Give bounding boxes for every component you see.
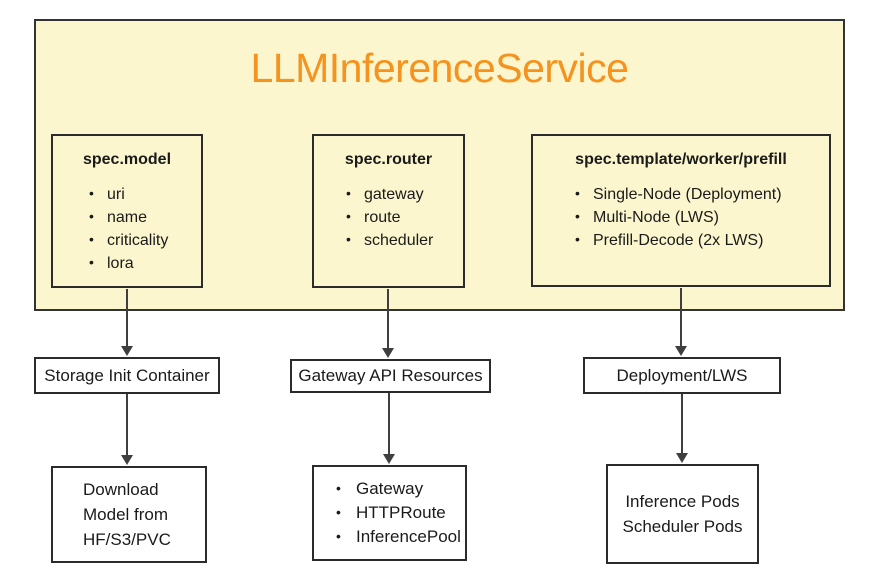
text-line: HF/S3/PVC — [83, 530, 171, 549]
spec-model-list: uri name criticality lora — [53, 182, 201, 275]
spec-template-list: Single-Node (Deployment) Multi-Node (LWS… — [533, 182, 829, 252]
list-item: name — [89, 205, 201, 229]
spec-router-heading: spec.router — [344, 151, 433, 168]
spec-router-list: gateway route scheduler — [314, 182, 463, 252]
arrow-spec-model-to-storage-init — [121, 289, 133, 356]
list-item: route — [346, 205, 463, 229]
arrow-spec-template-to-deployment — [675, 288, 687, 356]
arrow-deployment-to-inference-pods — [676, 394, 688, 463]
text-line: Model from — [83, 505, 169, 524]
text-line: Download — [83, 480, 159, 499]
gateway-resources-list-box: Gateway HTTPRoute InferencePool — [312, 465, 467, 561]
download-model-box: Download Model from HF/S3/PVC — [51, 466, 207, 563]
list-item: Prefill-Decode (2x LWS) — [575, 228, 829, 252]
text-line: Inference Pods — [625, 492, 740, 511]
list-item: criticality — [89, 228, 201, 252]
storage-init-container-label: Storage Init Container — [44, 365, 210, 385]
list-item: gateway — [346, 182, 463, 206]
list-item: lora — [89, 251, 201, 275]
arrow-spec-router-to-gateway-api — [382, 289, 394, 358]
gateway-api-resources-label: Gateway API Resources — [298, 366, 483, 385]
gateway-api-resources-box: Gateway API Resources — [290, 359, 491, 393]
spec-template-worker-prefill-heading: spec.template/worker/prefill — [575, 151, 787, 168]
storage-init-container-box: Storage Init Container — [34, 357, 220, 394]
deployment-lws-box: Deployment/LWS — [583, 357, 781, 394]
list-item: InferencePool — [336, 524, 465, 549]
deployment-lws-label: Deployment/LWS — [616, 365, 748, 385]
list-item: Gateway — [336, 476, 465, 501]
list-item: scheduler — [346, 228, 463, 252]
inference-pods-box: Inference Pods Scheduler Pods — [606, 464, 759, 564]
arrow-gateway-api-to-resource-list — [383, 393, 395, 464]
spec-router-box: spec.router gateway route scheduler — [312, 134, 465, 288]
list-item: uri — [89, 182, 201, 206]
arrow-storage-init-to-download-model — [121, 394, 133, 465]
list-item: Single-Node (Deployment) — [575, 182, 829, 206]
spec-template-worker-prefill-box: spec.template/worker/prefill Single-Node… — [531, 134, 831, 287]
spec-model-heading: spec.model — [82, 151, 172, 168]
text-line: Scheduler Pods — [622, 517, 743, 536]
spec-model-box: spec.model uri name criticality lora — [51, 134, 203, 288]
gateway-resources-list: Gateway HTTPRoute InferencePool — [314, 476, 465, 549]
list-item: Multi-Node (LWS) — [575, 205, 829, 229]
list-item: HTTPRoute — [336, 500, 465, 525]
diagram-title: LLMInferenceService — [250, 45, 629, 91]
